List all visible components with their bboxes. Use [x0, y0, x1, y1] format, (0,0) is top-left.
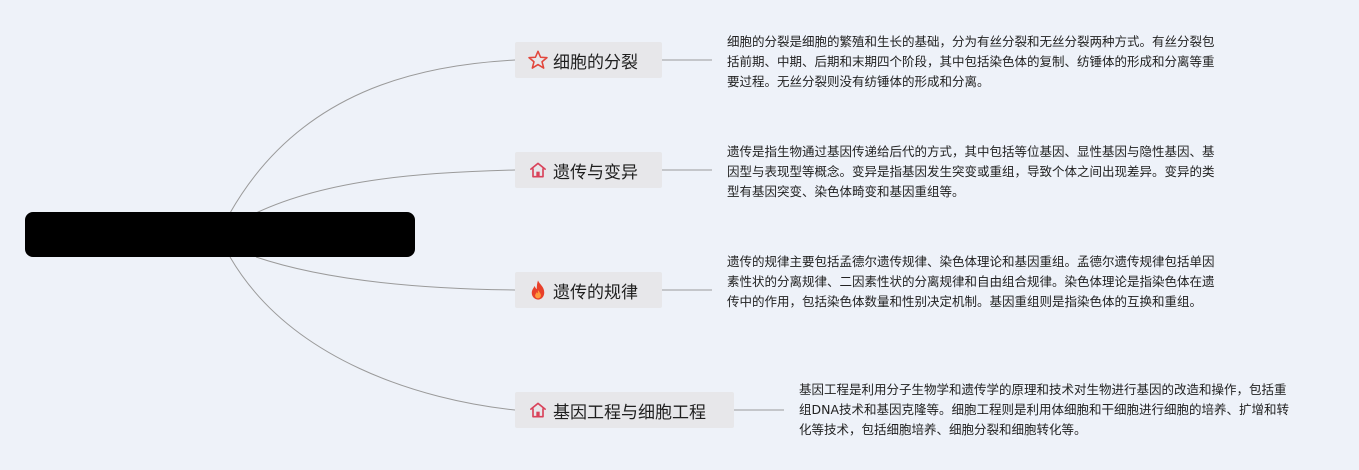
topic-label: 细胞的分裂	[553, 52, 638, 73]
connector-branch-2	[255, 169, 516, 214]
connector-branch-1	[229, 59, 516, 214]
flame-icon	[527, 279, 549, 301]
description-cell-division: 细胞的分裂是细胞的繁殖和生长的基础，分为有丝分裂和无丝分裂两种方式。有丝分裂包括…	[727, 34, 1215, 89]
topic-label: 基因工程与细胞工程	[553, 402, 706, 423]
connector-branch-4	[229, 256, 516, 411]
connector-branch-3	[255, 256, 516, 291]
topic-cell-division[interactable]: 细胞的分裂	[515, 42, 662, 78]
topic-label: 遗传与变异	[553, 162, 638, 183]
topic-heredity-variation[interactable]: 遗传与变异	[515, 152, 662, 188]
description-heredity-variation: 遗传是指生物通过基因传递给后代的方式，其中包括等位基因、显性基因与隐性基因、基因…	[727, 144, 1215, 199]
description-genetic-cell-engineering: 基因工程是利用分子生物学和遗传学的原理和技术对生物进行基因的改造和操作，包括重组…	[799, 382, 1290, 437]
description-laws-of-heredity: 遗传的规律主要包括孟德尔遗传规律、染色体理论和基因重组。孟德尔遗传规律包括单因素…	[727, 254, 1215, 309]
home-icon	[527, 399, 549, 421]
home-icon	[527, 159, 549, 181]
topic-laws-of-heredity[interactable]: 遗传的规律	[515, 272, 662, 308]
topic-label: 遗传的规律	[553, 282, 638, 303]
star-outline-icon	[527, 49, 549, 71]
topic-genetic-cell-engineering[interactable]: 基因工程与细胞工程	[515, 392, 734, 428]
central-topic[interactable]	[25, 212, 415, 257]
